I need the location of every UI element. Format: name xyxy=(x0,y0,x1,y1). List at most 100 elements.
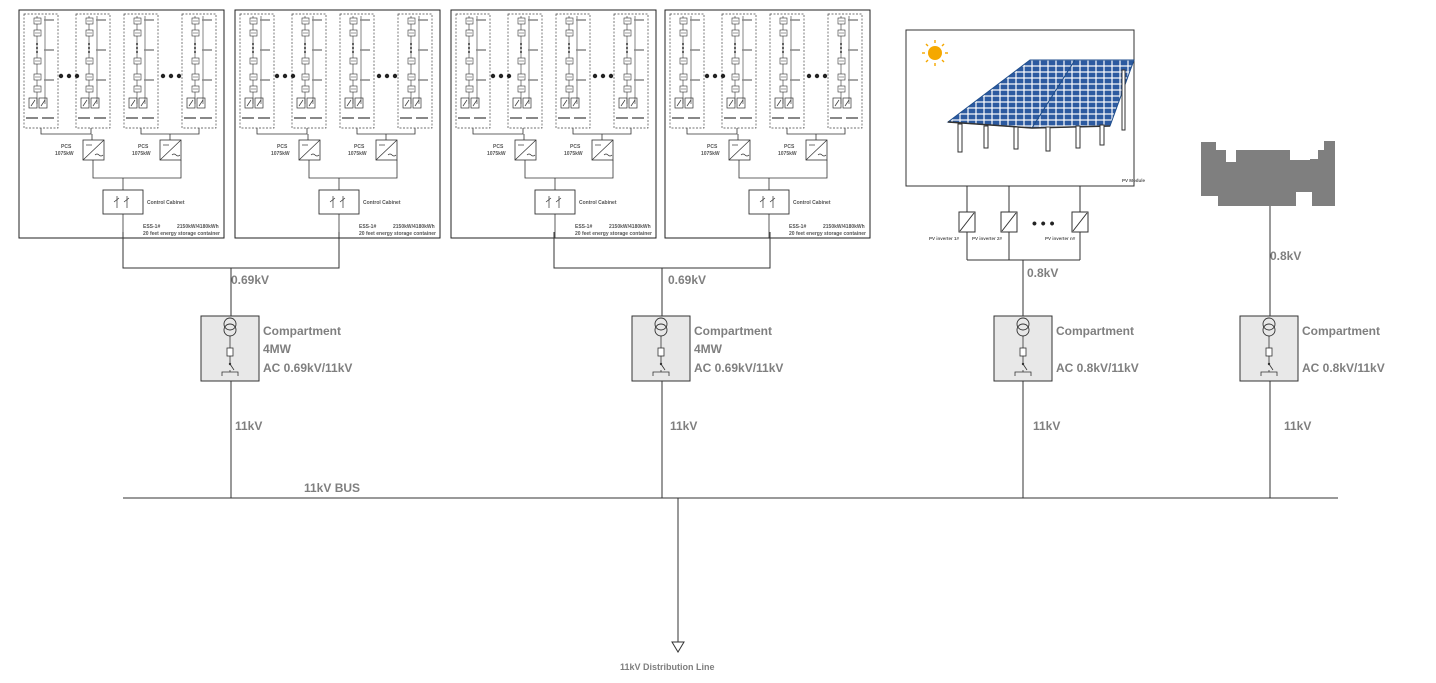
pv-module-label: PV Module xyxy=(1122,178,1145,183)
string-ellipsis xyxy=(376,73,398,79)
compartment-title: Compartment xyxy=(263,324,341,338)
control-cabinet-label: Control Cabinet xyxy=(579,200,617,206)
control-cabinet-label: Control Cabinet xyxy=(147,200,185,206)
ess-right-connection: 0.69kV xyxy=(553,232,771,316)
pv-inverter-1: PV inverter 1# xyxy=(929,211,976,241)
distribution-arrow-icon xyxy=(671,641,685,653)
string-ellipsis xyxy=(592,73,614,79)
sun-icon xyxy=(922,40,948,66)
pcs-rating: 1075kW xyxy=(132,151,151,157)
transformer-icon xyxy=(221,317,239,376)
pcs-rating: 1075kW xyxy=(487,151,506,157)
compartment-title: Compartment xyxy=(694,324,772,338)
pcs-name: PCS xyxy=(138,144,149,150)
pcs-name: PCS xyxy=(277,144,288,150)
compartment-transformers: Compartment 4MW AC 0.69kV/11kV Compartment 4… xyxy=(200,315,1385,382)
pcs-rating: 1075kW xyxy=(564,151,583,157)
control-cabinet-label: Control Cabinet xyxy=(793,200,831,206)
control-cabinet: Control Cabinet xyxy=(748,189,831,238)
battery-string xyxy=(397,13,433,129)
ess-id: ESS-1# xyxy=(789,224,806,230)
ess-capacity: 2150kW/4180kWh xyxy=(823,224,865,230)
pv-inverter-ellipsis: • • • xyxy=(1032,215,1055,231)
battery-string xyxy=(239,13,275,129)
battery-string xyxy=(75,13,111,129)
pv-inverter-n: PV inverter n# xyxy=(1045,211,1089,241)
compartment-1: Compartment 4MW AC 0.69kV/11kV xyxy=(200,315,352,382)
compartment-ratio: AC 0.69kV/11kV xyxy=(694,361,783,375)
voltage-ess-right-low: 0.69kV xyxy=(668,273,706,287)
control-cabinet-label: Control Cabinet xyxy=(363,200,401,206)
transformer-icon xyxy=(652,317,670,376)
pcs-rating: 1075kW xyxy=(348,151,367,157)
distribution-line-label: 11kV Distribution Line xyxy=(620,662,715,672)
solar-panel-icon xyxy=(946,59,1135,153)
pcs-rating: 1075kW xyxy=(778,151,797,157)
pcs-name: PCS xyxy=(493,144,504,150)
pcs-name: PCS xyxy=(354,144,365,150)
diesel-generator-icon xyxy=(1201,141,1335,206)
compartment-power: 4MW xyxy=(694,342,723,356)
battery-string xyxy=(613,13,649,129)
compartment-ratio: AC 0.8kV/11kV xyxy=(1302,361,1385,375)
compartment-power: 4MW xyxy=(263,342,292,356)
string-ellipsis xyxy=(806,73,828,79)
ess-capacity: 2150kW/4180kWh xyxy=(609,224,651,230)
voltage-hv-2: 11kV xyxy=(670,419,697,433)
ess-capacity: 2150kW/4180kWh xyxy=(177,224,219,230)
battery-string xyxy=(507,13,543,129)
string-ellipsis xyxy=(160,73,182,79)
control-cabinet: Control Cabinet xyxy=(102,189,185,238)
voltage-ess-left-low: 0.69kV xyxy=(231,273,269,287)
compartment-2: Compartment 4MW AC 0.69kV/11kV xyxy=(631,315,783,382)
compartment-ratio: AC 0.69kV/11kV xyxy=(263,361,352,375)
battery-string xyxy=(721,13,757,129)
pcs-name: PCS xyxy=(570,144,581,150)
transformer-icon xyxy=(1014,317,1032,376)
ess-type: 20 feet energy storage container xyxy=(789,231,866,237)
battery-string xyxy=(769,13,805,129)
ess-left-connection: 0.69kV xyxy=(122,232,340,316)
string-ellipsis xyxy=(274,73,296,79)
pv-inverter-2: PV inverter 2# xyxy=(972,211,1018,241)
pv-inverter-n-label: PV inverter n# xyxy=(1045,236,1076,241)
transformer-icon xyxy=(1260,317,1278,376)
compartment-title: Compartment xyxy=(1056,324,1134,338)
compartment-title: Compartment xyxy=(1302,324,1380,338)
compartment-4: Compartment AC 0.8kV/11kV xyxy=(1239,315,1385,382)
string-ellipsis xyxy=(58,73,80,79)
pcs-rating: 1075kW xyxy=(271,151,290,157)
pv-inverter-2-label: PV inverter 2# xyxy=(972,236,1003,241)
control-cabinet: Control Cabinet xyxy=(534,189,617,238)
string-ellipsis xyxy=(490,73,512,79)
pcs-rating: 1075kW xyxy=(701,151,720,157)
battery-string xyxy=(455,13,491,129)
ess-type: 20 feet energy storage container xyxy=(575,231,652,237)
bus-label: 11kV BUS xyxy=(304,481,360,495)
voltage-gen-low: 0.8kV xyxy=(1270,249,1301,263)
ess-id: ESS-1# xyxy=(143,224,160,230)
ess-type: 20 feet energy storage container xyxy=(359,231,436,237)
ess-capacity: 2150kW/4180kWh xyxy=(393,224,435,230)
voltage-hv-3: 11kV xyxy=(1033,419,1060,433)
pv-module-group: PV Module PV inverter 1# PV inverter 2# … xyxy=(905,29,1145,316)
string-ellipsis xyxy=(704,73,726,79)
control-cabinet: Control Cabinet xyxy=(318,189,401,238)
compartment-ratio: AC 0.8kV/11kV xyxy=(1056,361,1139,375)
pcs-name: PCS xyxy=(61,144,72,150)
ess-id: ESS-1# xyxy=(359,224,376,230)
pcs-name: PCS xyxy=(784,144,795,150)
hv-drops: 11kV 11kV 11kV 11kV xyxy=(230,381,1311,498)
